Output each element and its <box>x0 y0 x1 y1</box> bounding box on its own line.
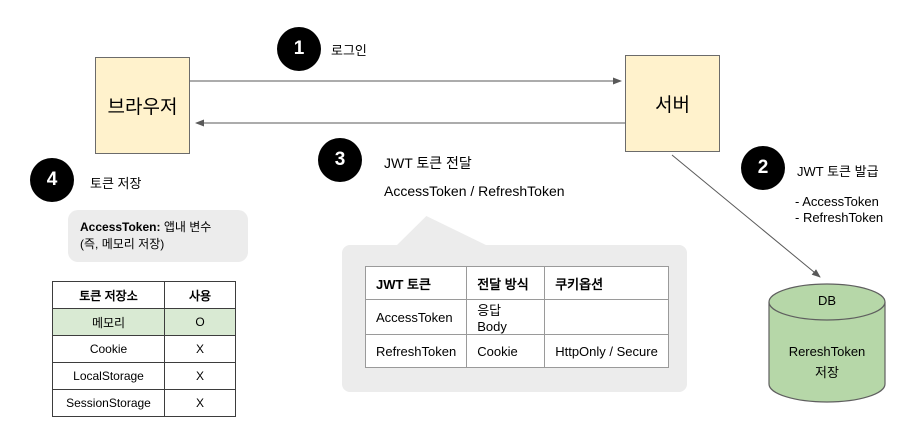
step-4-title: 토큰 저장 <box>90 176 142 191</box>
step-2-number: 2 <box>757 157 769 178</box>
storage-cell: X <box>164 335 236 363</box>
token-cell: Cookie <box>466 334 546 368</box>
storage-cell: LocalStorage <box>52 362 165 390</box>
db-store-label: 저장 <box>815 365 839 380</box>
step-2-details: - AccessToken - RefreshToken <box>795 194 884 225</box>
storage-cell: X <box>164 362 236 390</box>
token-cell: AccessToken <box>364 299 468 335</box>
note-line-1: AccessToken: 앱내 변수 <box>80 219 236 236</box>
storage-cell: O <box>164 308 236 336</box>
step-2-title: JWT 토큰 발급 <box>797 164 879 179</box>
token-cell: RefreshToken <box>364 334 468 368</box>
token-header-method: 전달 방식 <box>466 266 546 300</box>
token-header-cookie-option: 쿠키옵션 <box>544 266 670 300</box>
token-cell: 응답 Body <box>466 299 546 335</box>
browser-node-label: 브라우저 <box>107 97 178 118</box>
step-3-badge: 3 <box>318 138 362 182</box>
table-row: RefreshToken Cookie HttpOnly / Secure <box>364 334 670 368</box>
arrow-server-to-db <box>671 154 821 278</box>
storage-cell: SessionStorage <box>52 389 165 417</box>
table-row: SessionStorage X <box>52 389 236 417</box>
storage-table-header-row: 토큰 저장소 사용 <box>52 281 236 309</box>
step-4-badge: 4 <box>30 158 74 202</box>
server-node-label: 서버 <box>655 95 690 116</box>
table-row: Cookie X <box>52 335 236 363</box>
server-node: 서버 <box>625 55 720 152</box>
table-row: AccessToken 응답 Body <box>364 299 670 335</box>
jwt-token-table: JWT 토큰 전달 방식 쿠키옵션 AccessToken 응답 Body Re… <box>364 266 670 368</box>
storage-cell: 메모리 <box>52 308 165 336</box>
note-heading: AccessToken: <box>80 220 161 234</box>
token-storage-table: 토큰 저장소 사용 메모리 O Cookie X LocalStorage X … <box>52 281 236 417</box>
token-cell: HttpOnly / Secure <box>544 334 670 368</box>
token-cell <box>544 299 670 335</box>
storage-header-use: 사용 <box>164 281 236 309</box>
step-3-subtitle: AccessToken / RefreshToken <box>384 183 565 199</box>
db-stored-token-label: RereshToken <box>788 344 866 359</box>
browser-node: 브라우저 <box>95 57 190 154</box>
note-line-1-text: 앱내 변수 <box>160 220 212 234</box>
table-row: 메모리 O <box>52 308 236 336</box>
token-header-token: JWT 토큰 <box>364 266 468 300</box>
table-row: LocalStorage X <box>52 362 236 390</box>
step-3-title: JWT 토큰 전달 <box>384 155 472 171</box>
storage-header-store: 토큰 저장소 <box>52 281 165 309</box>
storage-cell: Cookie <box>52 335 165 363</box>
token-table-header-row: JWT 토큰 전달 방식 쿠키옵션 <box>364 266 670 300</box>
step-1-title: 로그인 <box>331 43 367 58</box>
step-4-number: 4 <box>46 169 58 190</box>
access-token-note: AccessToken: 앱내 변수 (즉, 메모리 저장) <box>68 210 248 262</box>
storage-cell: X <box>164 389 236 417</box>
database-cylinder-icon <box>768 283 886 403</box>
step-3-number: 3 <box>334 149 346 170</box>
step-1-badge: 1 <box>277 27 321 71</box>
db-node: DB RereshToken 저장 <box>766 281 888 405</box>
step-2-badge: 2 <box>741 146 785 190</box>
note-line-2: (즉, 메모리 저장) <box>80 237 165 251</box>
db-title: DB <box>817 293 837 308</box>
step-1-number: 1 <box>293 38 305 59</box>
